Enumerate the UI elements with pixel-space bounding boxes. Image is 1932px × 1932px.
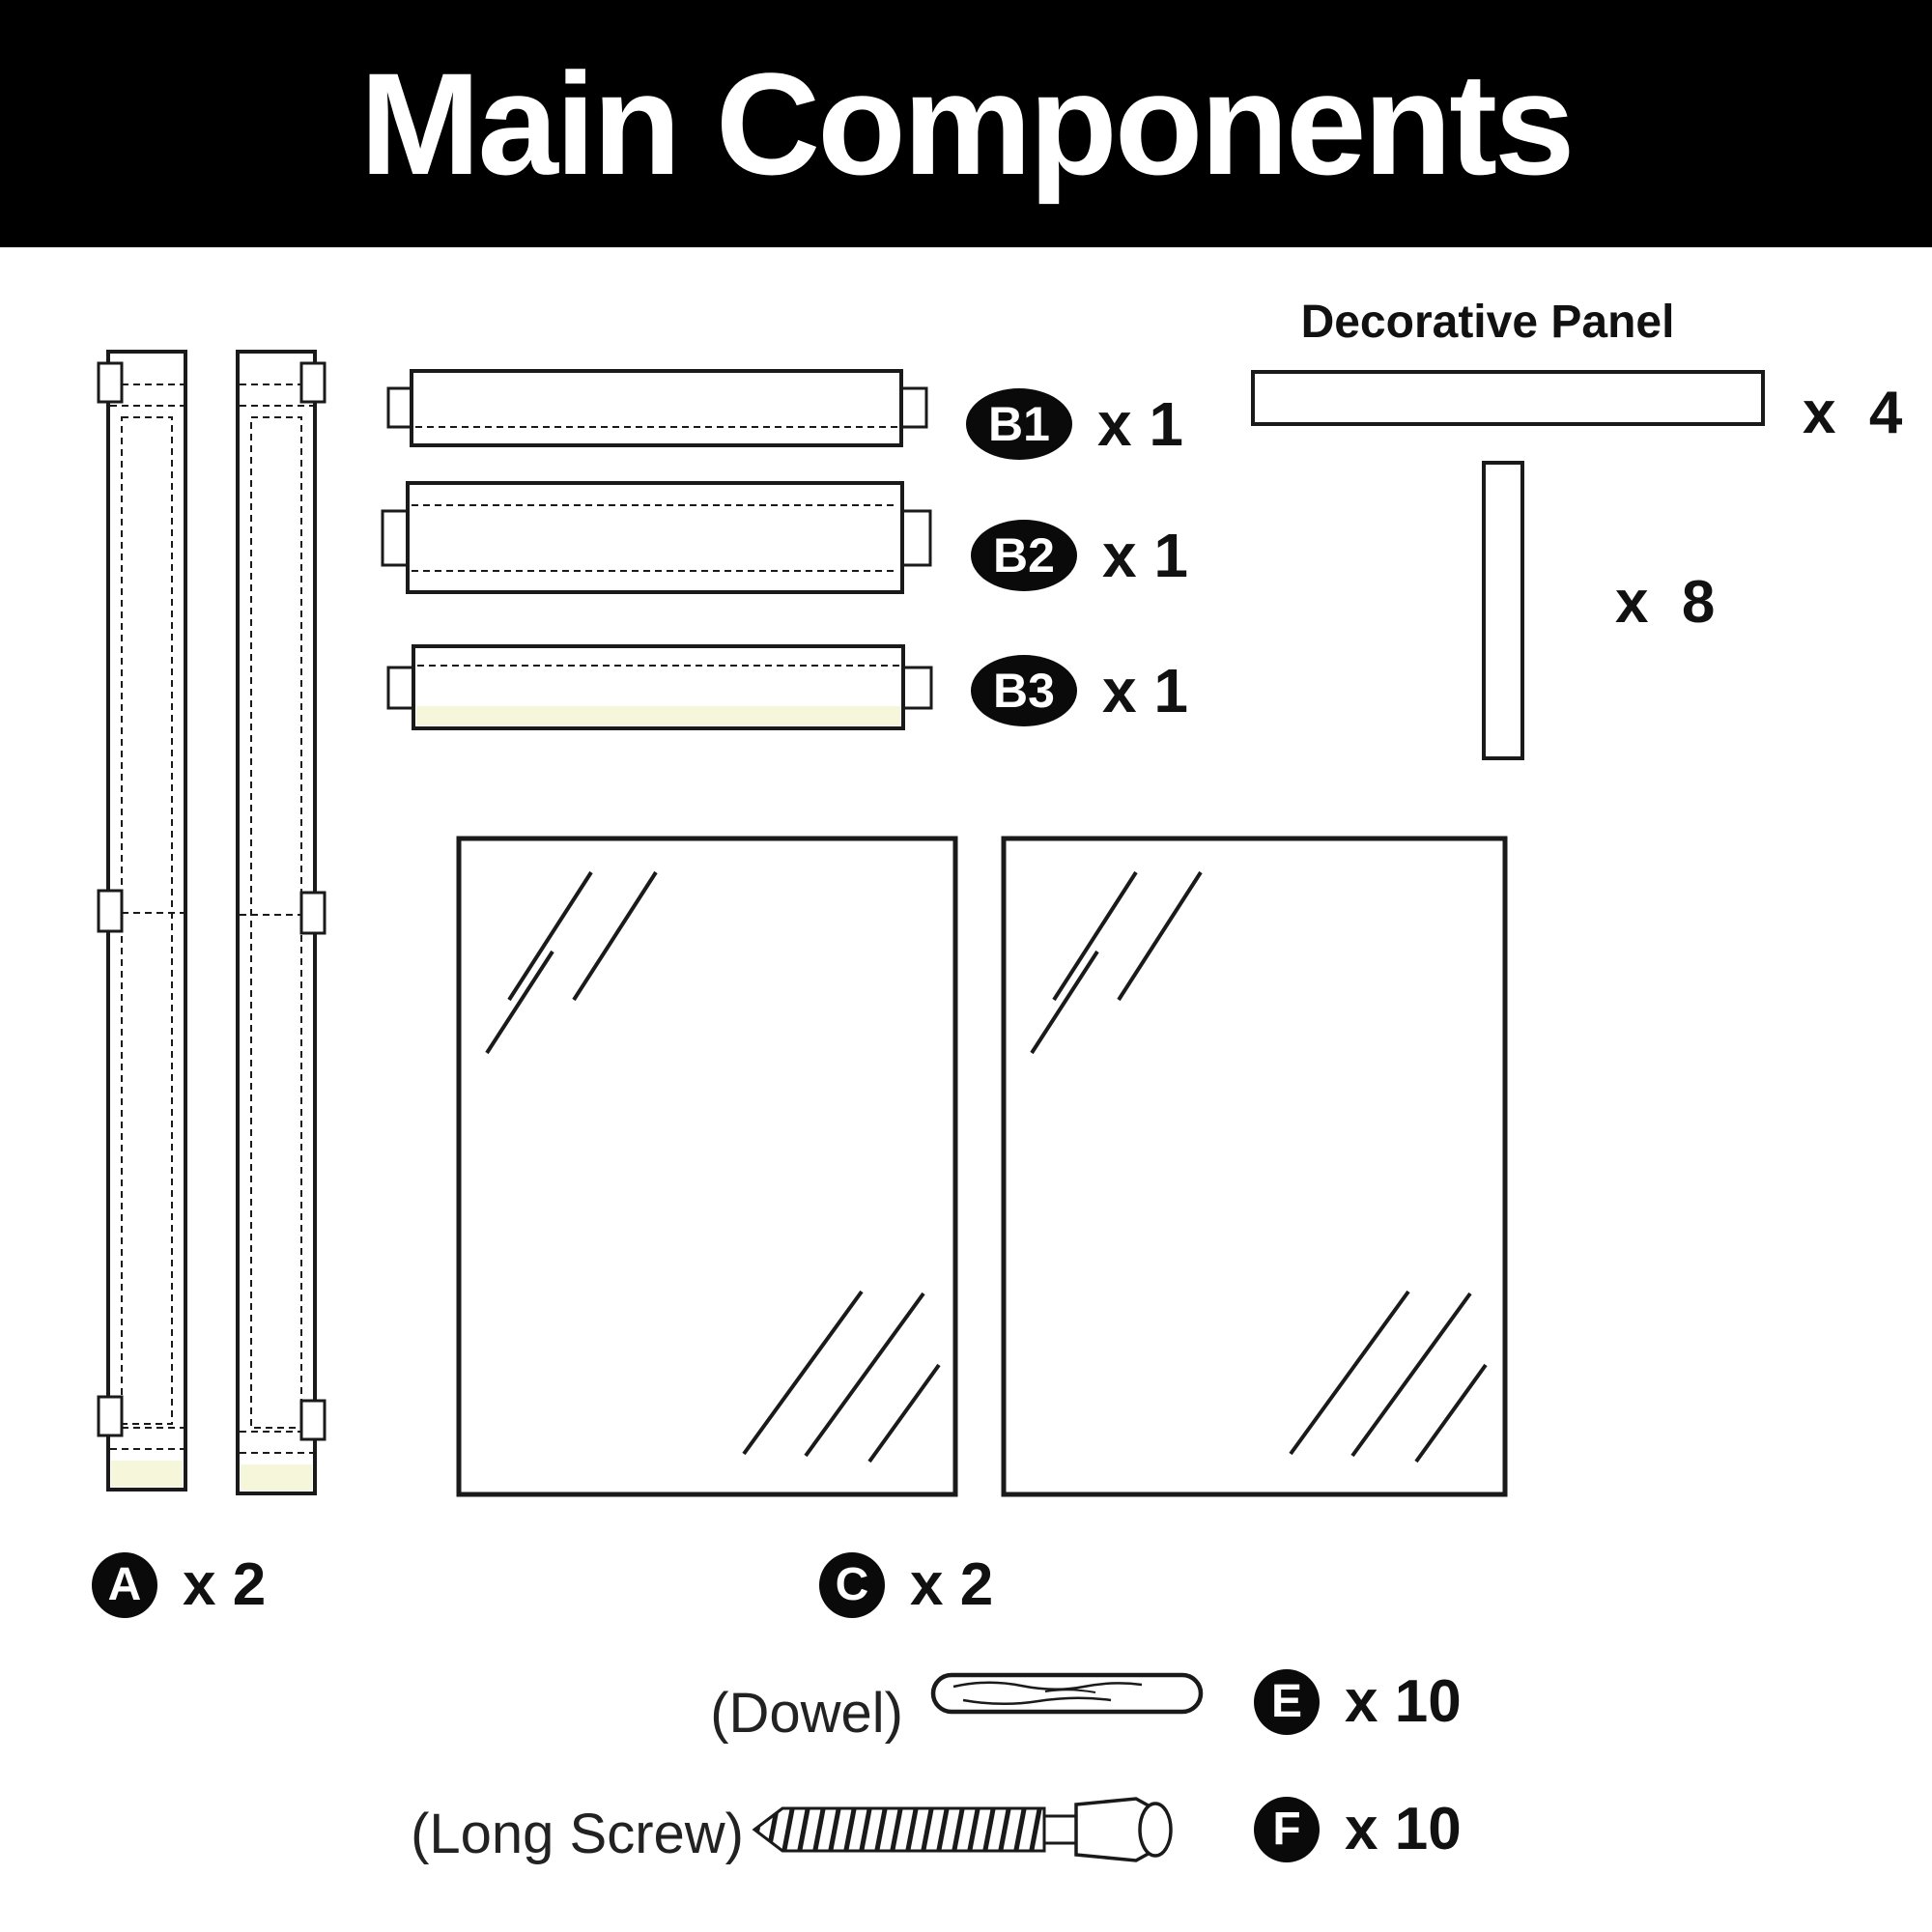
b2-count: x 1: [1102, 521, 1188, 590]
a-badge: A: [92, 1551, 157, 1618]
decorative-panel-vertical-count: x 8: [1615, 569, 1716, 636]
f-label-row: F x 10: [1254, 1795, 1462, 1863]
side-panel-a-diagram-1: [97, 350, 187, 1492]
dowel-label: (Dowel): [710, 1682, 903, 1745]
b1-badge: B1: [966, 388, 1072, 460]
page-title: Main Components: [359, 42, 1576, 205]
crossbar-b3-diagram: [386, 644, 933, 730]
b1-label-row: B1 x 1: [966, 388, 1183, 460]
b3-badge: B3: [971, 655, 1077, 726]
b3-label-row: B3 x 1: [971, 655, 1188, 726]
crossbar-b2-diagram: [381, 481, 932, 594]
glass-panel-c-diagram-1: [456, 836, 958, 1497]
c-badge: C: [819, 1551, 885, 1618]
decorative-panel-horizontal-count: x 4: [1803, 380, 1903, 446]
a-label-row: A x 2: [92, 1550, 266, 1619]
b2-badge: B2: [971, 520, 1077, 591]
crossbar-b1-diagram: [386, 369, 928, 447]
decorative-panel-vertical-diagram: [1482, 461, 1524, 760]
e-badge: E: [1254, 1668, 1320, 1735]
long-screw-icon: [752, 1797, 1173, 1862]
glass-panel-c-diagram-2: [1001, 836, 1508, 1497]
f-count: x 10: [1345, 1796, 1462, 1862]
e-count: x 10: [1345, 1668, 1462, 1735]
e-label-row: E x 10: [1254, 1667, 1462, 1736]
decorative-panel-label: Decorative Panel: [1300, 297, 1675, 348]
f-badge: F: [1254, 1796, 1320, 1862]
c-count: x 2: [910, 1551, 994, 1618]
c-label-row: C x 2: [819, 1550, 993, 1619]
side-panel-a-diagram-2: [236, 350, 327, 1495]
b1-count: x 1: [1097, 389, 1183, 459]
decorative-panel-horizontal-diagram: [1251, 370, 1765, 426]
b3-count: x 1: [1102, 656, 1188, 725]
header: Main Components: [0, 0, 1932, 247]
a-count: x 2: [183, 1551, 267, 1618]
dowel-icon: [930, 1672, 1204, 1715]
b2-label-row: B2 x 1: [971, 520, 1188, 591]
long-screw-label: (Long Screw): [411, 1803, 744, 1865]
